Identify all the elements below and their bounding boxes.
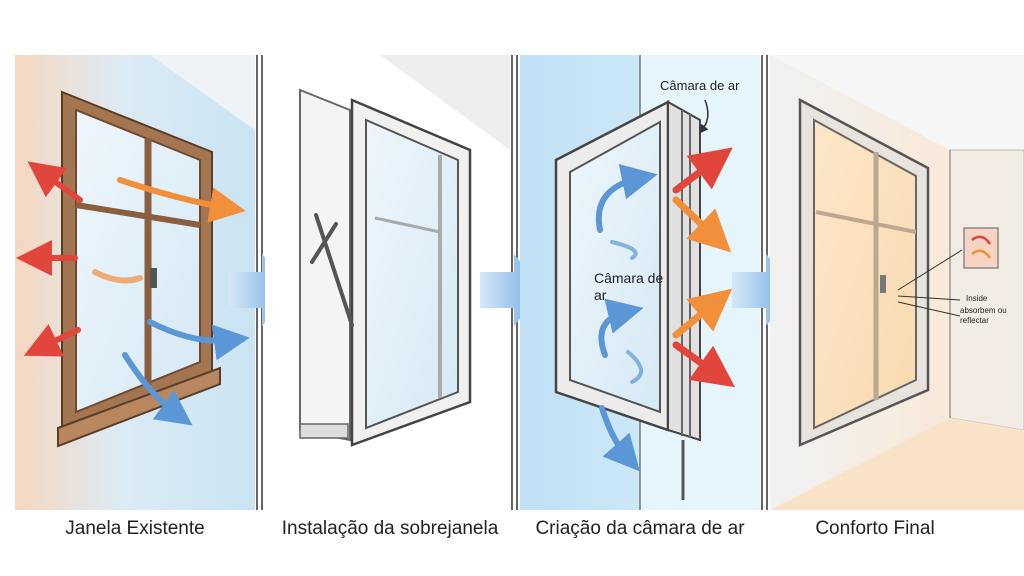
caption-step-3: Criação da câmara de ar: [535, 518, 745, 539]
existing-window-white: [299, 88, 351, 442]
panel-final-comfort: [770, 55, 1024, 510]
label-absorb-reflect: absorbem ou reflectar: [960, 306, 1007, 325]
wooden-window-frame: [57, 90, 221, 448]
reflected-heat-arrows: [672, 147, 736, 388]
label-air-chamber-center: Câmara de ar: [594, 270, 664, 303]
panel-installation: [265, 55, 510, 510]
final-window: [798, 97, 930, 447]
mounting-arm: [310, 213, 354, 327]
callout-lines: [897, 249, 963, 317]
overlay-window: [350, 98, 472, 447]
pointer-line: [699, 99, 709, 134]
panel-existing-window: [15, 55, 255, 510]
caption-step-1: Janela Existente: [65, 518, 205, 539]
heat-loss-arrows: [16, 161, 250, 426]
radiator-icon: [963, 227, 999, 269]
panel-air-chamber: [520, 55, 760, 510]
label-inside: Inside: [966, 294, 988, 303]
caption-step-4: Conforto Final: [815, 518, 935, 539]
air-circulation-arrows: [595, 164, 658, 472]
label-air-chamber-top: Câmara de ar: [660, 78, 740, 93]
caption-step-2: Instalação da sobrejanela: [281, 518, 499, 539]
